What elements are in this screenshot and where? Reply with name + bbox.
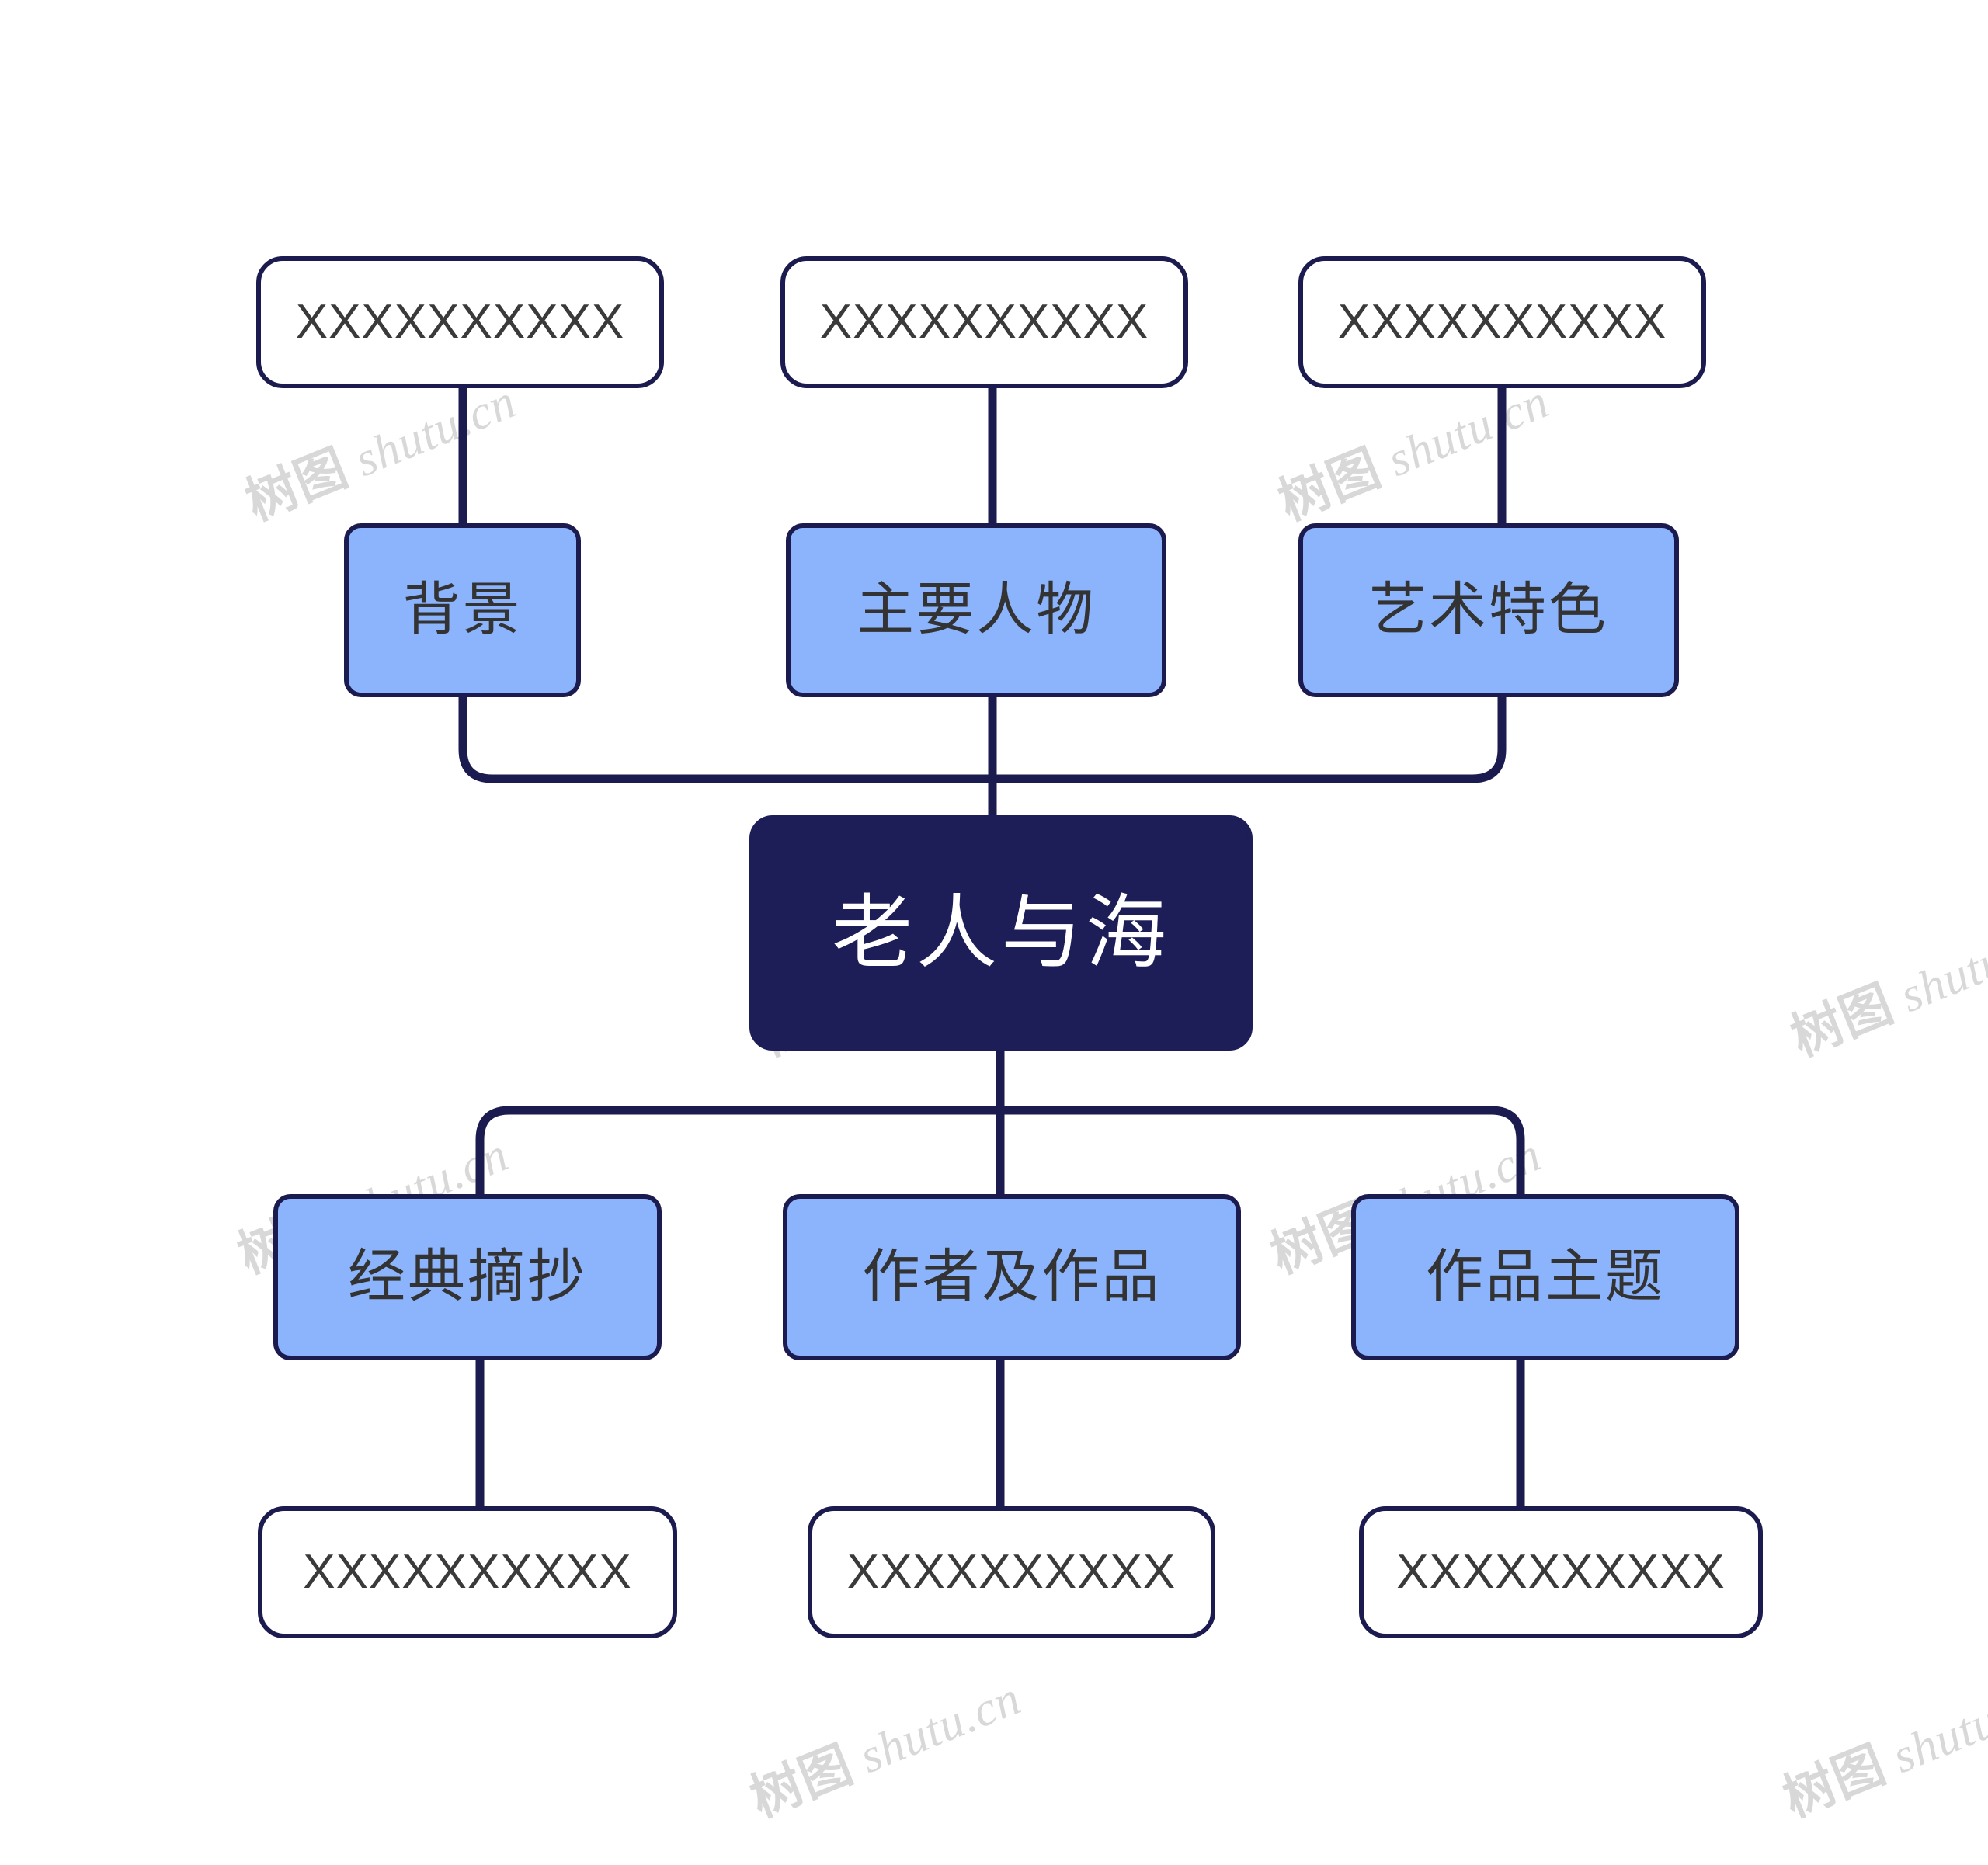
branch-node-author-and-works-label: 作者及作品 [862, 1243, 1162, 1311]
branch-node-background[interactable]: 背景 [344, 523, 581, 697]
leaf-node-bottom-1[interactable]: XXXXXXXXXX [258, 1506, 677, 1638]
leaf-node-bottom-3-label: XXXXXXXXXX [1396, 1545, 1726, 1599]
edge-branch3-to-bus [992, 697, 1507, 783]
leaf-node-top-2-label: XXXXXXXXXX [819, 295, 1149, 349]
leaf-node-top-1-label: XXXXXXXXXX [295, 295, 625, 349]
branch-node-classic-excerpts[interactable]: 经典摘抄 [273, 1194, 662, 1360]
branch-node-artistic-features-label: 艺术特色 [1369, 576, 1608, 644]
leaf-node-bottom-3[interactable]: XXXXXXXXXX [1359, 1506, 1763, 1638]
branch-node-work-theme[interactable]: 作品主题 [1351, 1194, 1740, 1360]
root-node[interactable]: 老人与海 [749, 815, 1253, 1051]
branch-node-work-theme-label: 作品主题 [1426, 1243, 1665, 1311]
edge-bus-to-branch4 [475, 1106, 1000, 1194]
branch-node-author-and-works[interactable]: 作者及作品 [783, 1194, 1241, 1360]
branch-node-classic-excerpts-label: 经典摘抄 [348, 1243, 587, 1311]
leaf-node-top-2[interactable]: XXXXXXXXXX [780, 256, 1188, 388]
leaf-node-top-3-label: XXXXXXXXXX [1337, 295, 1667, 349]
leaf-node-bottom-1-label: XXXXXXXXXX [303, 1545, 632, 1599]
leaf-node-bottom-2-label: XXXXXXXXXX [846, 1545, 1176, 1599]
leaf-node-top-3[interactable]: XXXXXXXXXX [1298, 256, 1706, 388]
branch-node-artistic-features[interactable]: 艺术特色 [1298, 523, 1679, 697]
leaf-node-bottom-2[interactable]: XXXXXXXXXX [808, 1506, 1215, 1638]
edge-branch1-to-bus [458, 697, 992, 783]
branch-node-main-characters[interactable]: 主要人物 [786, 523, 1166, 697]
branch-node-background-label: 背景 [402, 576, 523, 644]
leaf-node-top-1[interactable]: XXXXXXXXXX [256, 256, 664, 388]
branch-node-main-characters-label: 主要人物 [857, 576, 1096, 644]
edge-bus-to-branch6 [1000, 1106, 1525, 1194]
root-node-label: 老人与海 [831, 884, 1170, 980]
